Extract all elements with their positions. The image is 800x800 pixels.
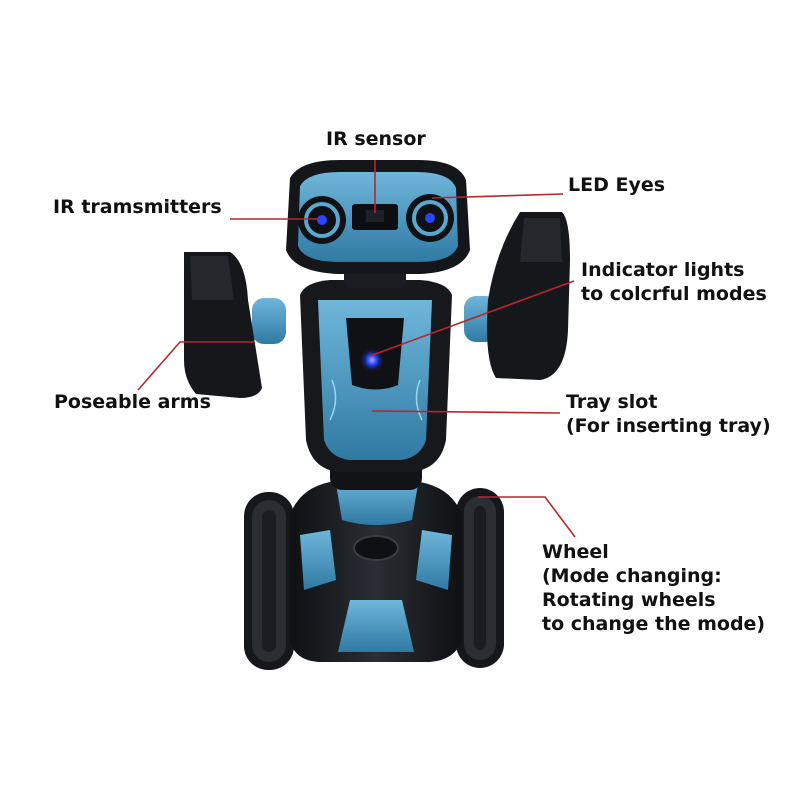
label-wheel-line-3: Rotating wheels bbox=[542, 589, 716, 611]
label-ir-transmitters: IR tramsmitters bbox=[53, 195, 222, 219]
leader-wheel bbox=[478, 496, 576, 538]
robot-head bbox=[286, 160, 470, 274]
label-wheel: Wheel (Mode changing: Rotating wheels to… bbox=[542, 540, 765, 636]
label-poseable-arms: Poseable arms bbox=[54, 390, 211, 414]
left-arm bbox=[184, 252, 286, 398]
leader-poseable-arms bbox=[137, 341, 255, 391]
label-tray-slot: Tray slot (For inserting tray) bbox=[566, 390, 771, 438]
label-indicator-lights-line-2: to colcrful modes bbox=[581, 283, 767, 305]
right-arm bbox=[464, 212, 570, 380]
label-wheel-line-2: (Mode changing: bbox=[542, 565, 722, 587]
label-poseable-arms-text: Poseable arms bbox=[54, 391, 211, 413]
label-ir-sensor: IR sensor bbox=[326, 127, 426, 151]
label-ir-sensor-text: IR sensor bbox=[326, 128, 426, 150]
robot-base bbox=[290, 477, 462, 662]
leader-indicator-lights bbox=[369, 280, 575, 357]
robot-torso bbox=[300, 280, 452, 472]
label-indicator-lights: Indicator lights to colcrful modes bbox=[581, 258, 767, 306]
label-tray-slot-line-1: Tray slot bbox=[566, 391, 658, 413]
leader-tray-slot bbox=[371, 410, 561, 414]
label-wheel-line-4: to change the mode) bbox=[542, 613, 766, 635]
label-led-eyes-text: LED Eyes bbox=[568, 174, 666, 196]
leader-led-eyes bbox=[431, 193, 564, 199]
right-wheel bbox=[456, 488, 504, 668]
label-ir-transmitters-text: IR tramsmitters bbox=[53, 196, 222, 218]
leader-lines bbox=[137, 160, 576, 538]
label-indicator-lights-line-1: Indicator lights bbox=[581, 259, 745, 281]
label-tray-slot-line-2: (For inserting tray) bbox=[566, 415, 771, 437]
label-led-eyes: LED Eyes bbox=[568, 173, 665, 197]
left-wheel bbox=[244, 492, 294, 670]
label-wheel-line-1: Wheel bbox=[542, 541, 609, 563]
